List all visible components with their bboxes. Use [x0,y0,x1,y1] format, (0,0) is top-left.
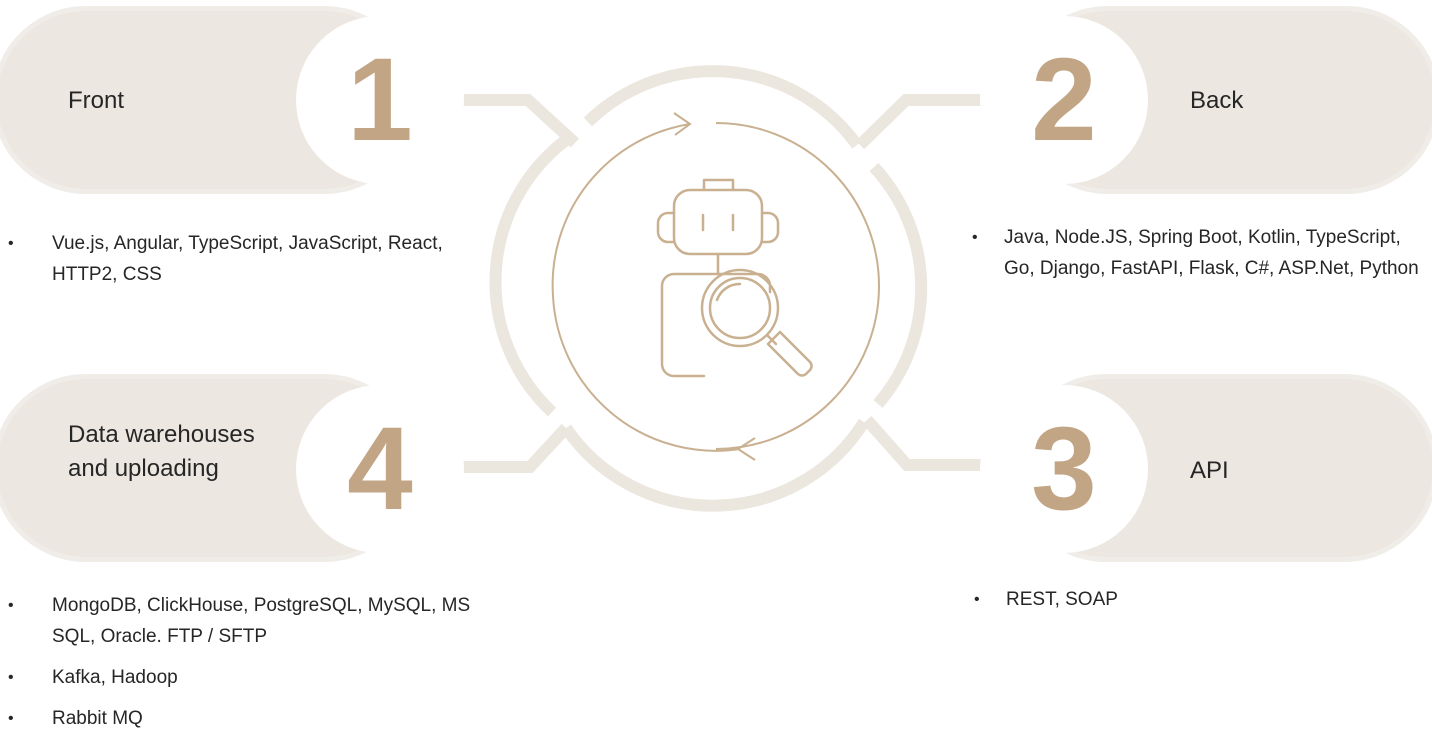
arrow-bottom-icon [736,437,756,461]
list-item: •Kafka, Hadoop [8,662,472,693]
step-4-number: 4 [296,385,464,553]
step-4-title: Data warehouses and uploading [68,421,255,482]
bullet-dot: • [972,229,978,246]
inner-arc-right [715,122,880,450]
outer-ring [489,65,928,512]
inner-arc-left [551,123,691,297]
step-2-title: Back [1190,87,1244,114]
ring-segment-left [489,130,577,417]
inner-cycle [551,112,880,461]
ring-segment-bottom [561,418,870,512]
bullet-dot: • [8,235,14,252]
list-item: •MongoDB, ClickHouse, PostgreSQL, MySQL,… [8,590,472,652]
step-3-number: 3 [980,385,1148,553]
list-item: •REST, SOAP [974,584,1426,615]
step-3-bullets: •REST, SOAP [974,584,1426,625]
ring-segment-right [869,162,928,408]
list-item: •Rabbit MQ [8,703,472,734]
bullet-dot: • [8,710,14,727]
list-item: •Vue.js, Angular, TypeScript, JavaScript… [8,228,482,290]
arrow-top-icon [673,112,692,136]
step-2-number: 2 [980,16,1148,184]
step-2-bullets: •Java, Node.JS, Spring Boot, Kotlin, Typ… [972,222,1430,294]
bullet-dot: • [8,669,14,686]
bullet-dot: • [974,591,980,608]
step-3-title: API [1190,457,1229,484]
inner-arc-bottom [552,295,741,452]
step-1-title: Front [68,87,125,114]
step-1-bullets: •Vue.js, Angular, TypeScript, JavaScript… [8,228,482,300]
list-item: •Java, Node.JS, Spring Boot, Kotlin, Typ… [972,222,1430,284]
step-4-bullets: •MongoDB, ClickHouse, PostgreSQL, MySQL,… [8,590,472,744]
bullet-dot: • [8,597,14,614]
connector-2 [855,94,1012,150]
step-1-number: 1 [296,16,464,184]
connector-3 [862,416,1010,471]
ring-segment-top [583,65,862,149]
robot-magnifier-icon [656,178,813,378]
